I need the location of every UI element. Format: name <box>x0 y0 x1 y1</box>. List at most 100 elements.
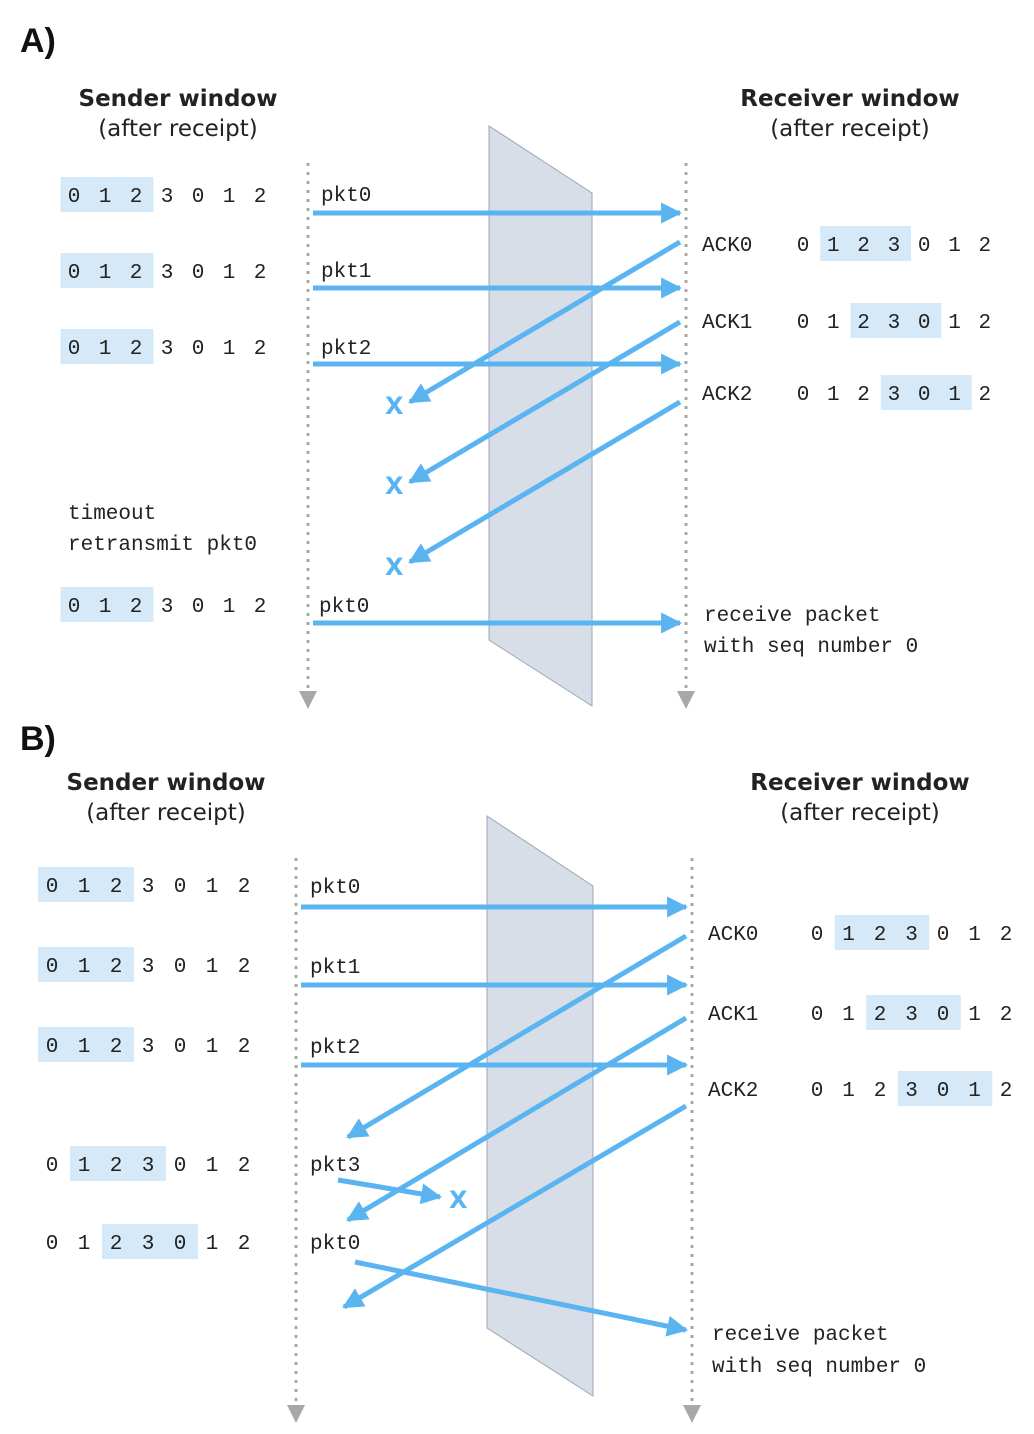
ack-label: ACK1 <box>708 1004 758 1027</box>
ack-label: ACK2 <box>708 1080 758 1103</box>
panel-a-receive-text: receive packet <box>704 605 880 628</box>
sequence-number: 0 <box>918 312 931 335</box>
sequence-number: 3 <box>888 235 901 258</box>
window-highlight <box>38 867 134 902</box>
sequence-number: 3 <box>142 1233 155 1256</box>
window-highlight <box>70 1146 166 1181</box>
panel-a-sender-subtitle: (after receipt) <box>98 116 258 142</box>
window-highlight <box>38 947 134 982</box>
panel-b-packet-label: pkt1 <box>310 957 360 980</box>
panel-a-network-barrier <box>488 125 593 707</box>
sequence-number: 2 <box>110 1155 123 1178</box>
sequence-number: 1 <box>99 262 112 285</box>
sequence-number: 2 <box>254 262 267 285</box>
sequence-number: 2 <box>874 1004 887 1027</box>
sequence-number: 3 <box>905 924 918 947</box>
panel-b-receiver-title: Receiver window <box>750 770 969 796</box>
sequence-number: 2 <box>130 186 143 209</box>
ack-label: ACK0 <box>702 235 752 258</box>
panel-b-lost-mark: X <box>449 1186 468 1214</box>
sequence-number: 2 <box>238 1233 251 1256</box>
sequence-number: 2 <box>1000 1004 1013 1027</box>
sequence-number: 2 <box>110 876 123 899</box>
sequence-number: 2 <box>254 338 267 361</box>
sequence-number: 3 <box>142 1036 155 1059</box>
sequence-number: 1 <box>78 1233 91 1256</box>
panel-a-receive-seq-text: with seq number 0 <box>704 636 918 659</box>
panel-b-label: B) <box>20 720 56 758</box>
sequence-number: 0 <box>918 235 931 258</box>
window-highlight <box>834 915 930 950</box>
sequence-number: 1 <box>99 338 112 361</box>
sequence-number: 0 <box>174 1155 187 1178</box>
panel-b-receive-text: receive packet <box>712 1324 888 1347</box>
sequence-number: 3 <box>905 1004 918 1027</box>
sequence-number: 1 <box>78 956 91 979</box>
sequence-number: 2 <box>238 1155 251 1178</box>
panel-a-packet-label: pkt0 <box>319 596 369 619</box>
window-highlight <box>60 329 154 364</box>
sequence-number: 0 <box>192 262 205 285</box>
sequence-number: 3 <box>888 384 901 407</box>
sequence-number: 0 <box>937 924 950 947</box>
panel-a-ack-arrow <box>408 239 682 405</box>
sequence-number: 0 <box>937 1080 950 1103</box>
sequence-number: 1 <box>968 1080 981 1103</box>
sequence-number: 2 <box>978 312 991 335</box>
sequence-number: 1 <box>223 338 236 361</box>
ack-label: ACK1 <box>702 312 752 335</box>
window-highlight <box>38 1027 134 1062</box>
ack-label: ACK2 <box>702 384 752 407</box>
sequence-number: 0 <box>937 1004 950 1027</box>
panel-b-ack-arrow <box>346 1015 688 1223</box>
sequence-number: 2 <box>857 312 870 335</box>
sequence-number: 0 <box>192 596 205 619</box>
sequence-number: 1 <box>842 924 855 947</box>
panel-a-lost-mark: X <box>385 472 404 500</box>
sequence-number: 1 <box>206 876 219 899</box>
panel-a-lost-mark: X <box>385 392 404 420</box>
sequence-number: 1 <box>827 235 840 258</box>
sequence-number: 2 <box>130 596 143 619</box>
sequence-number: 0 <box>46 876 59 899</box>
sequence-number: 0 <box>46 1036 59 1059</box>
panel-a-packet-label: pkt2 <box>321 338 371 361</box>
sequence-number: 3 <box>161 262 174 285</box>
sequence-number: 2 <box>110 1233 123 1256</box>
panel-a-packet-label: pkt0 <box>321 185 371 208</box>
sequence-number: 2 <box>874 1080 887 1103</box>
sequence-number: 2 <box>857 235 870 258</box>
panel-b-packet-label: pkt2 <box>310 1037 360 1060</box>
sequence-number: 2 <box>238 1036 251 1059</box>
window-highlight <box>850 303 942 338</box>
sequence-number: 0 <box>811 924 824 947</box>
sequence-number: 0 <box>797 312 810 335</box>
panel-a-receiver-subtitle: (after receipt) <box>770 116 930 142</box>
sequence-number: 2 <box>978 235 991 258</box>
sequence-number: 3 <box>161 596 174 619</box>
panel-a-packet-label: pkt1 <box>321 261 371 284</box>
sequence-number: 0 <box>918 384 931 407</box>
sequence-number: 2 <box>110 1036 123 1059</box>
sequence-number: 1 <box>206 1155 219 1178</box>
panel-a-sender-title: Sender window <box>79 86 278 112</box>
sequence-number: 3 <box>905 1080 918 1103</box>
sequence-number: 0 <box>174 876 187 899</box>
sequence-number: 2 <box>857 384 870 407</box>
panel-b-sender-title: Sender window <box>67 770 266 796</box>
sequence-number: 0 <box>46 1233 59 1256</box>
